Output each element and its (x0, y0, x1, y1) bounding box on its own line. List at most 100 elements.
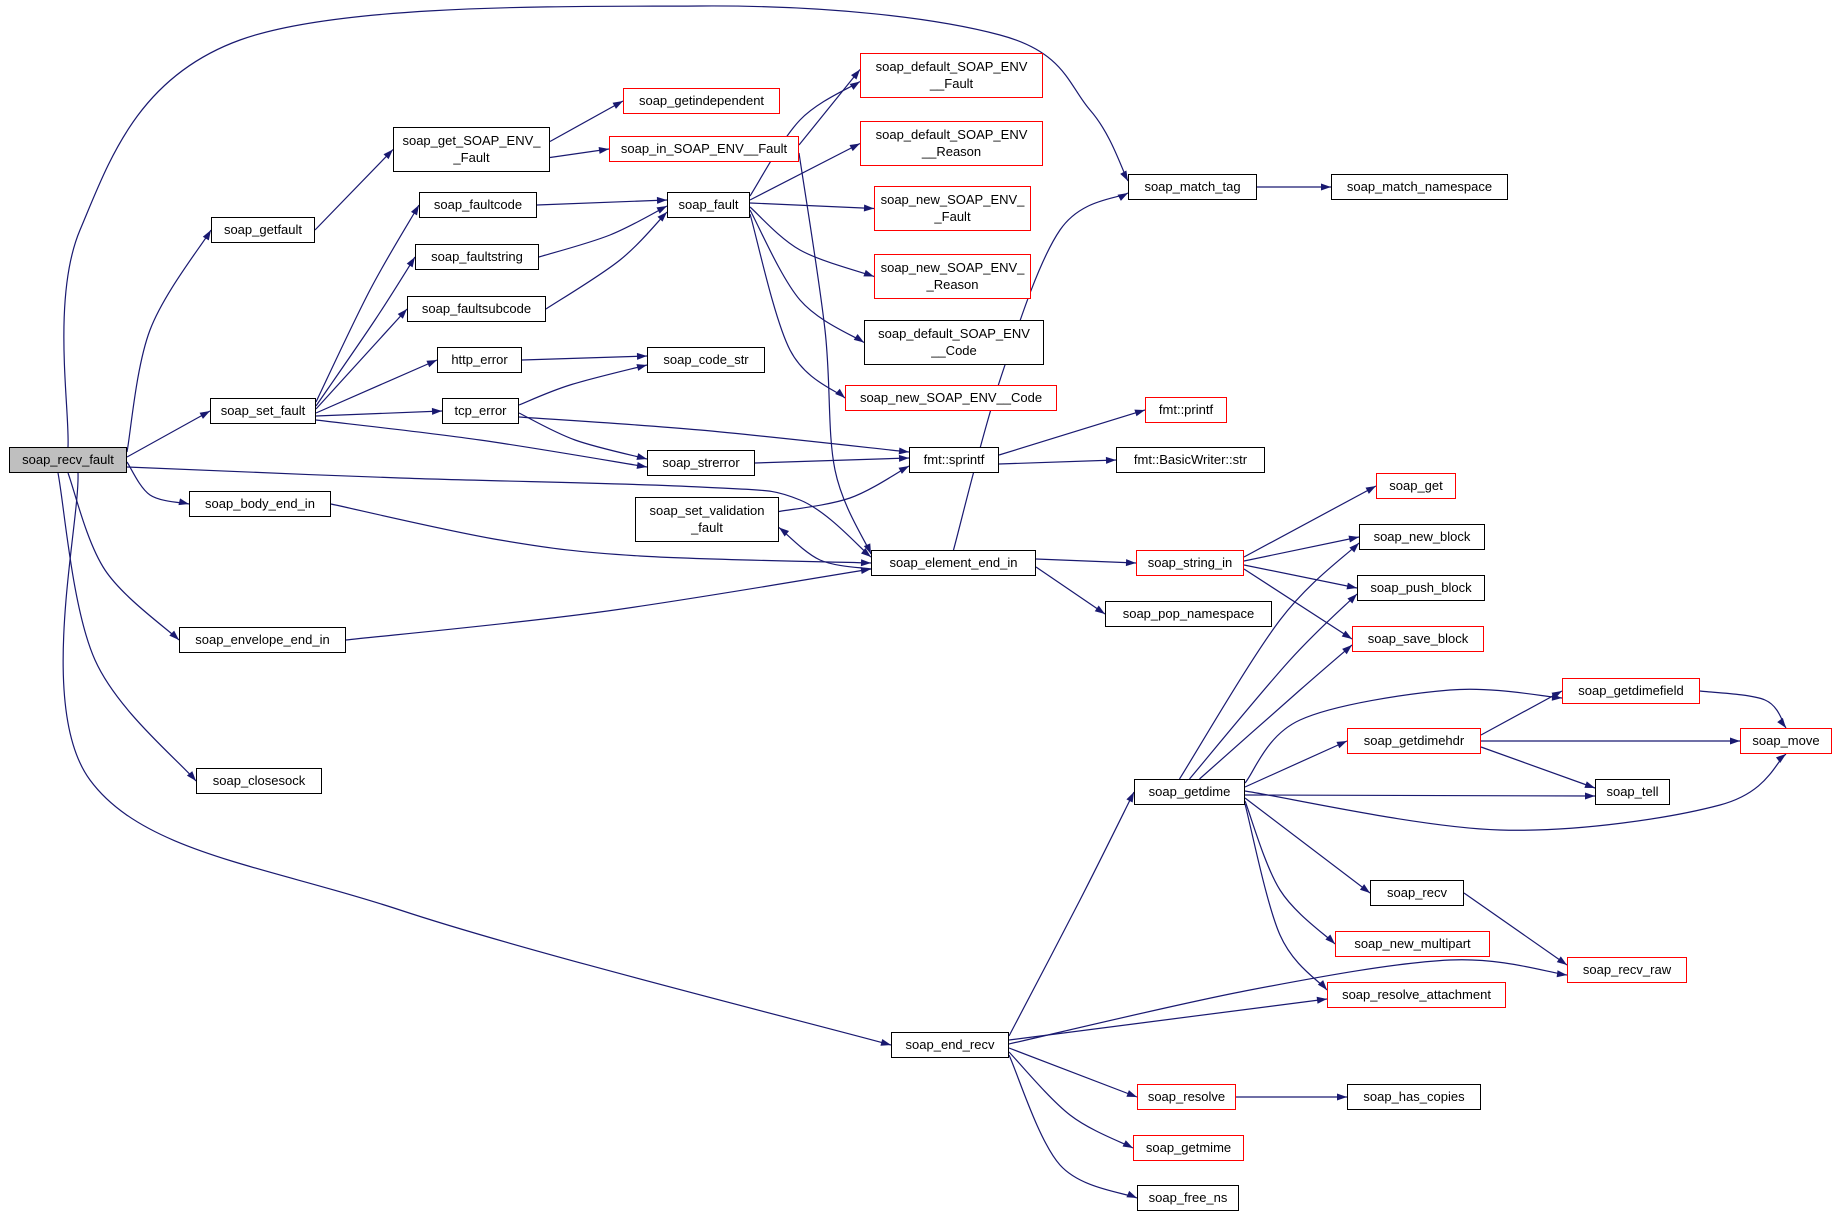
node-def_fault[interactable]: soap_default_SOAP_ENV __Fault (860, 53, 1043, 98)
edge-fault-def_fault (749, 80, 861, 197)
arrowhead (186, 771, 196, 781)
edge-faultsubcode-fault (545, 211, 668, 310)
arrowhead (1126, 1190, 1137, 1198)
edge-recv_fault-body_end (126, 461, 190, 506)
node-recv[interactable]: soap_recv (1370, 880, 1464, 906)
arrowhead (426, 360, 437, 368)
node-in_env_fault[interactable]: soap_in_SOAP_ENV__Fault (609, 136, 799, 162)
node-sprintf[interactable]: fmt::sprintf (909, 447, 999, 473)
node-elem_end[interactable]: soap_element_end_in (871, 550, 1036, 576)
edge-end_recv-free_ns (1008, 1054, 1138, 1199)
node-resolve_att[interactable]: soap_resolve_attachment (1327, 982, 1506, 1008)
node-http_error[interactable]: http_error (437, 347, 522, 373)
arrowhead (636, 364, 647, 371)
edge-recv_fault-getfault (126, 229, 212, 453)
node-closesock[interactable]: soap_closesock (196, 768, 322, 794)
node-faultcode[interactable]: soap_faultcode (419, 192, 537, 218)
node-new_block[interactable]: soap_new_block (1359, 524, 1485, 550)
node-env_end[interactable]: soap_envelope_end_in (179, 627, 346, 653)
arrowhead (657, 212, 667, 222)
node-def_code[interactable]: soap_default_SOAP_ENV __Code (864, 320, 1044, 365)
edge-set_fault-strerror (315, 419, 648, 469)
node-writer_str[interactable]: fmt::BasicWriter::str (1116, 447, 1265, 473)
node-tcp_error[interactable]: tcp_error (442, 398, 519, 424)
node-set_valid[interactable]: soap_set_validation _fault (635, 497, 779, 542)
node-recv_raw[interactable]: soap_recv_raw (1567, 957, 1687, 983)
arrowhead (1346, 582, 1357, 590)
node-getdimefield[interactable]: soap_getdimefield (1562, 678, 1700, 704)
arrowhead (850, 69, 860, 80)
node-recv_fault[interactable]: soap_recv_fault (9, 447, 127, 473)
arrowhead (1342, 645, 1352, 655)
edge-fault-def_code (749, 209, 865, 344)
arrowhead (1584, 781, 1595, 788)
node-match_tag[interactable]: soap_match_tag (1128, 174, 1257, 200)
arrowhead (1094, 605, 1105, 614)
node-end_recv[interactable]: soap_end_recv (891, 1032, 1009, 1058)
node-tell[interactable]: soap_tell (1595, 779, 1670, 805)
arrowhead (1341, 630, 1352, 639)
node-set_fault[interactable]: soap_set_fault (210, 398, 316, 424)
arrowhead (636, 461, 647, 469)
node-fault[interactable]: soap_fault (667, 192, 750, 218)
node-faultstring[interactable]: soap_faultstring (415, 244, 539, 270)
edge-set_fault-tcp_error (315, 407, 443, 417)
edge-faultstring-fault (538, 205, 668, 258)
edge-set_fault-http_error (315, 359, 438, 414)
node-get[interactable]: soap_get (1376, 473, 1456, 499)
arrowhead (863, 204, 874, 212)
arrowhead (202, 230, 211, 241)
edge-string_in-push_block (1243, 564, 1358, 590)
node-string_in[interactable]: soap_string_in (1136, 550, 1244, 576)
edge-in_env_fault-elem_end (798, 152, 872, 555)
edge-set_fault-faultsubcode (315, 308, 408, 410)
node-getdimehdr[interactable]: soap_getdimehdr (1347, 728, 1481, 754)
arrowhead (898, 454, 909, 462)
edge-fault-new_fault (749, 202, 875, 212)
edge-recv_fault-match_tag (63, 5, 1129, 448)
node-printf[interactable]: fmt::printf (1145, 397, 1227, 423)
edge-string_in-new_block (1243, 535, 1360, 562)
node-getmime[interactable]: soap_getmime (1133, 1135, 1244, 1161)
node-move[interactable]: soap_move (1740, 728, 1832, 754)
node-getindependent[interactable]: soap_getindependent (623, 88, 780, 114)
node-new_reason[interactable]: soap_new_SOAP_ENV_ _Reason (874, 254, 1031, 299)
arrowhead (1337, 1093, 1347, 1101)
arrowhead (431, 407, 442, 415)
edge-sprintf-printf (998, 409, 1146, 456)
edge-get_env_fault-in_env_fault (549, 146, 610, 159)
node-body_end[interactable]: soap_body_end_in (189, 491, 331, 517)
arrowhead (1120, 170, 1128, 181)
node-getfault[interactable]: soap_getfault (211, 217, 315, 243)
node-new_code[interactable]: soap_new_SOAP_ENV__Code (845, 385, 1057, 411)
edge-get_env_fault-getindependent (549, 100, 624, 143)
node-has_copies[interactable]: soap_has_copies (1347, 1084, 1481, 1110)
node-code_str[interactable]: soap_code_str (647, 347, 765, 373)
node-new_fault[interactable]: soap_new_SOAP_ENV_ _Fault (874, 186, 1031, 231)
node-get_env_fault[interactable]: soap_get_SOAP_ENV_ _Fault (393, 127, 550, 172)
node-strerror[interactable]: soap_strerror (647, 450, 755, 476)
node-def_reason[interactable]: soap_default_SOAP_ENV __Reason (860, 121, 1043, 166)
node-new_multipart[interactable]: soap_new_multipart (1335, 931, 1490, 957)
node-match_ns[interactable]: soap_match_namespace (1331, 174, 1508, 200)
edge-getdime-new_block (1178, 542, 1360, 780)
edge-getdime-push_block (1189, 593, 1358, 780)
arrowhead (1584, 792, 1595, 800)
edge-body_end-elem_end (330, 503, 872, 567)
node-pop_ns[interactable]: soap_pop_namespace (1105, 601, 1272, 627)
arrowhead (1365, 486, 1376, 494)
node-push_block[interactable]: soap_push_block (1357, 575, 1485, 601)
node-getdime[interactable]: soap_getdime (1134, 779, 1245, 805)
arrowhead (656, 206, 667, 214)
node-resolve[interactable]: soap_resolve (1137, 1084, 1236, 1110)
node-save_block[interactable]: soap_save_block (1352, 626, 1484, 652)
node-free_ns[interactable]: soap_free_ns (1137, 1185, 1239, 1211)
edge-getdime-save_block (1199, 644, 1353, 780)
edge-end_recv-getdime (1008, 791, 1135, 1037)
node-faultsubcode[interactable]: soap_faultsubcode (407, 296, 546, 322)
edge-recv_fault-closesock (57, 472, 197, 782)
edge-recv_fault-elem_end (126, 466, 872, 558)
arrowhead (1316, 996, 1327, 1004)
arrowhead (612, 101, 623, 109)
